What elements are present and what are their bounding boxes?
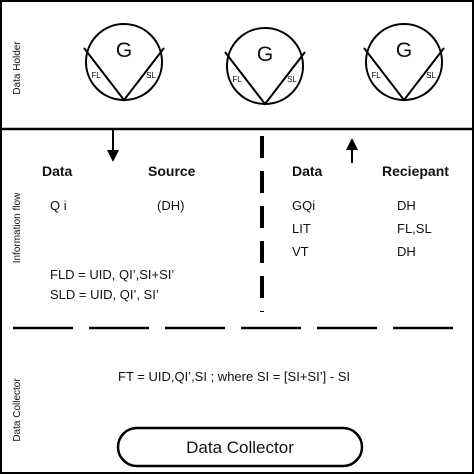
- section-label-holder: Data Holder: [12, 41, 23, 95]
- holder-center-label: G: [396, 39, 412, 62]
- data-collector-label: Data Collector: [186, 438, 294, 457]
- right-row-recipient: DH: [397, 198, 416, 213]
- right-row-data: GQi: [292, 198, 315, 213]
- left-header-data: Data: [42, 163, 73, 179]
- holder-circle: [85, 23, 163, 101]
- holder-left-label: FL: [91, 71, 101, 80]
- left-row-data: Q i: [50, 198, 67, 213]
- right-header-data: Data: [292, 163, 323, 179]
- right-row-recipient: DH: [397, 244, 416, 259]
- holder-1: G FL SL: [83, 23, 165, 102]
- left-row-source: (DH): [157, 198, 184, 213]
- section-label-flow: Information flow: [12, 192, 23, 263]
- formula-ft: FT = UID,QI’,SI ; where SI = [SI+SI’] - …: [118, 369, 350, 384]
- holder-right-label: SL: [287, 75, 297, 84]
- right-row-data: VT: [292, 244, 309, 259]
- holder-chevron: [224, 51, 306, 106]
- holder-circle: [365, 23, 443, 101]
- holder-right-label: SL: [146, 71, 156, 80]
- holder-2: G FL SL: [224, 27, 306, 106]
- data-collector-box: [116, 426, 364, 468]
- holder-circle: [226, 27, 304, 105]
- holder-center-label: G: [116, 39, 132, 62]
- arrow-down-icon: [107, 130, 119, 162]
- formula-fld: FLD = UID, QI’,SI+SI’: [50, 267, 174, 282]
- holder-left-label: FL: [371, 71, 381, 80]
- arrow-up-icon: [346, 138, 358, 163]
- section-label-collector: Data Collector: [12, 378, 23, 442]
- formula-sld: SLD = UID, QI’, SI’: [50, 287, 159, 302]
- right-row-data: LIT: [292, 221, 311, 236]
- holder-right-label: SL: [426, 71, 436, 80]
- holder-3: G FL SL: [363, 23, 445, 102]
- right-header-recipient: Reciepant: [382, 163, 449, 179]
- holder-center-label: G: [257, 43, 273, 66]
- right-row-recipient: FL,SL: [397, 221, 432, 236]
- holder-left-label: FL: [232, 75, 242, 84]
- holder-chevron: [83, 47, 165, 102]
- holder-chevron: [363, 47, 445, 102]
- left-header-source: Source: [148, 163, 196, 179]
